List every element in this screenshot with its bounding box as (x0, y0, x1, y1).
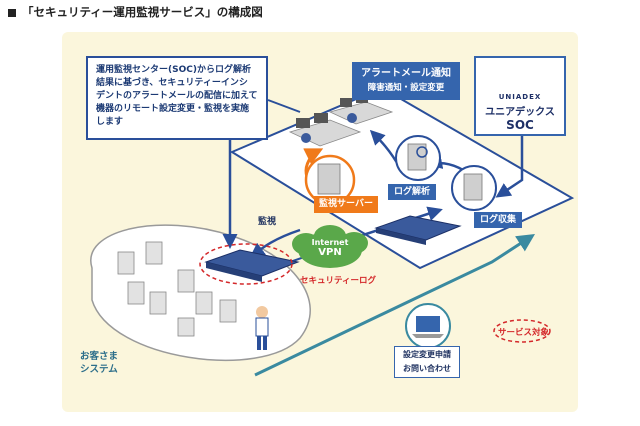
service-target-legend-ring (493, 319, 551, 343)
callout-line-1: 運用監視センター(SOC)からログ解析 (96, 65, 251, 75)
inquiry-route-line (254, 234, 536, 377)
alert-mail-box: アラートメール通知 障害通知・設定変更 (352, 62, 460, 100)
alert-mail-subtitle: 障害通知・設定変更 (367, 83, 445, 93)
uniadex-logo-text: UNIADEX (498, 93, 542, 101)
vpn-label-line-1: Internet (311, 238, 349, 247)
security-log-label: セキュリティーログ (300, 276, 376, 286)
monitor-server-label: 監視サーバー (314, 196, 378, 213)
log-collection-icon (451, 165, 497, 211)
customer-label-line-1: お客さま (80, 351, 119, 362)
callout-line-3: デントのアラートメールの配信に加えて (96, 91, 258, 101)
internet-vpn-cloud (292, 225, 368, 268)
soc-operator-desks (288, 94, 394, 147)
settings-laptop-icon (405, 303, 451, 349)
customer-system-label: お客さま システム (80, 350, 118, 376)
callout-line-2: 結果に基づき、セキュリティーインシ (96, 78, 248, 88)
customer-firewall-device (204, 249, 300, 282)
soc-description-callout: 運用監視センター(SOC)からログ解析 結果に基づき、セキュリティーインシ デン… (86, 56, 268, 140)
callout-line-4: 機器のリモート設定変更・監視を実施 (96, 104, 250, 114)
soc-network-device (374, 215, 462, 245)
alert-mail-title: アラートメール通知 (361, 68, 451, 79)
square-bullet-icon (8, 8, 16, 17)
callout-to-soc-line (267, 99, 301, 113)
log-collection-label: ログ収集 (474, 212, 522, 228)
customer-user-figure (255, 306, 269, 350)
uniadex-soc-box: UNIADEX ユニアデックス SOC (474, 56, 566, 136)
customer-label-line-2: システム (80, 364, 118, 375)
vpn-label: Internet VPN (302, 238, 358, 258)
diagram-title-text: 「セキュリティー運用監視サービス」の構成図 (22, 5, 263, 19)
settings-change-box: 設定変更申請 お問い合わせ (394, 346, 460, 378)
service-target-ring (199, 243, 293, 285)
service-target-label: サービス対象 (498, 328, 550, 338)
soc-company-name: ユニアデックス (485, 107, 555, 118)
settings-change-line-2: お問い合わせ (403, 364, 451, 373)
monitoring-label: 監視 (258, 217, 277, 227)
soc-link-line (495, 136, 524, 198)
log-analysis-icon (395, 135, 441, 181)
customer-servers (117, 241, 237, 337)
settings-change-line-1: 設定変更申請 (403, 350, 451, 359)
log-analysis-label: ログ解析 (388, 184, 436, 200)
vpn-label-line-2: VPN (318, 247, 342, 258)
diagram-title: 「セキュリティー運用監視サービス」の構成図 (8, 4, 263, 20)
soc-label: SOC (506, 118, 534, 132)
callout-line-5: します (96, 117, 124, 127)
